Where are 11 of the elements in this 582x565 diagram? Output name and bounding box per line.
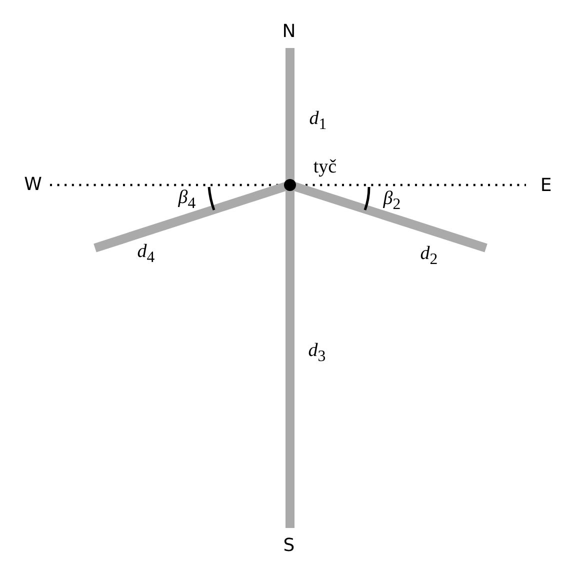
angle-label: β$_{4}$ <box>178 188 196 212</box>
compass-label: S <box>283 537 295 555</box>
pole-label: tyč <box>313 158 337 176</box>
arm-label: d$_{2}$ <box>420 244 438 268</box>
angle-label: β$_{2}$ <box>383 189 401 213</box>
arm-label: d$_{1}$ <box>309 109 327 133</box>
arm-label: d$_{4}$ <box>137 242 155 266</box>
compass-label: N <box>282 23 296 41</box>
compass-label: W <box>24 176 42 194</box>
arm-label: d$_{3}$ <box>308 341 326 365</box>
compass-label: E <box>540 177 552 195</box>
